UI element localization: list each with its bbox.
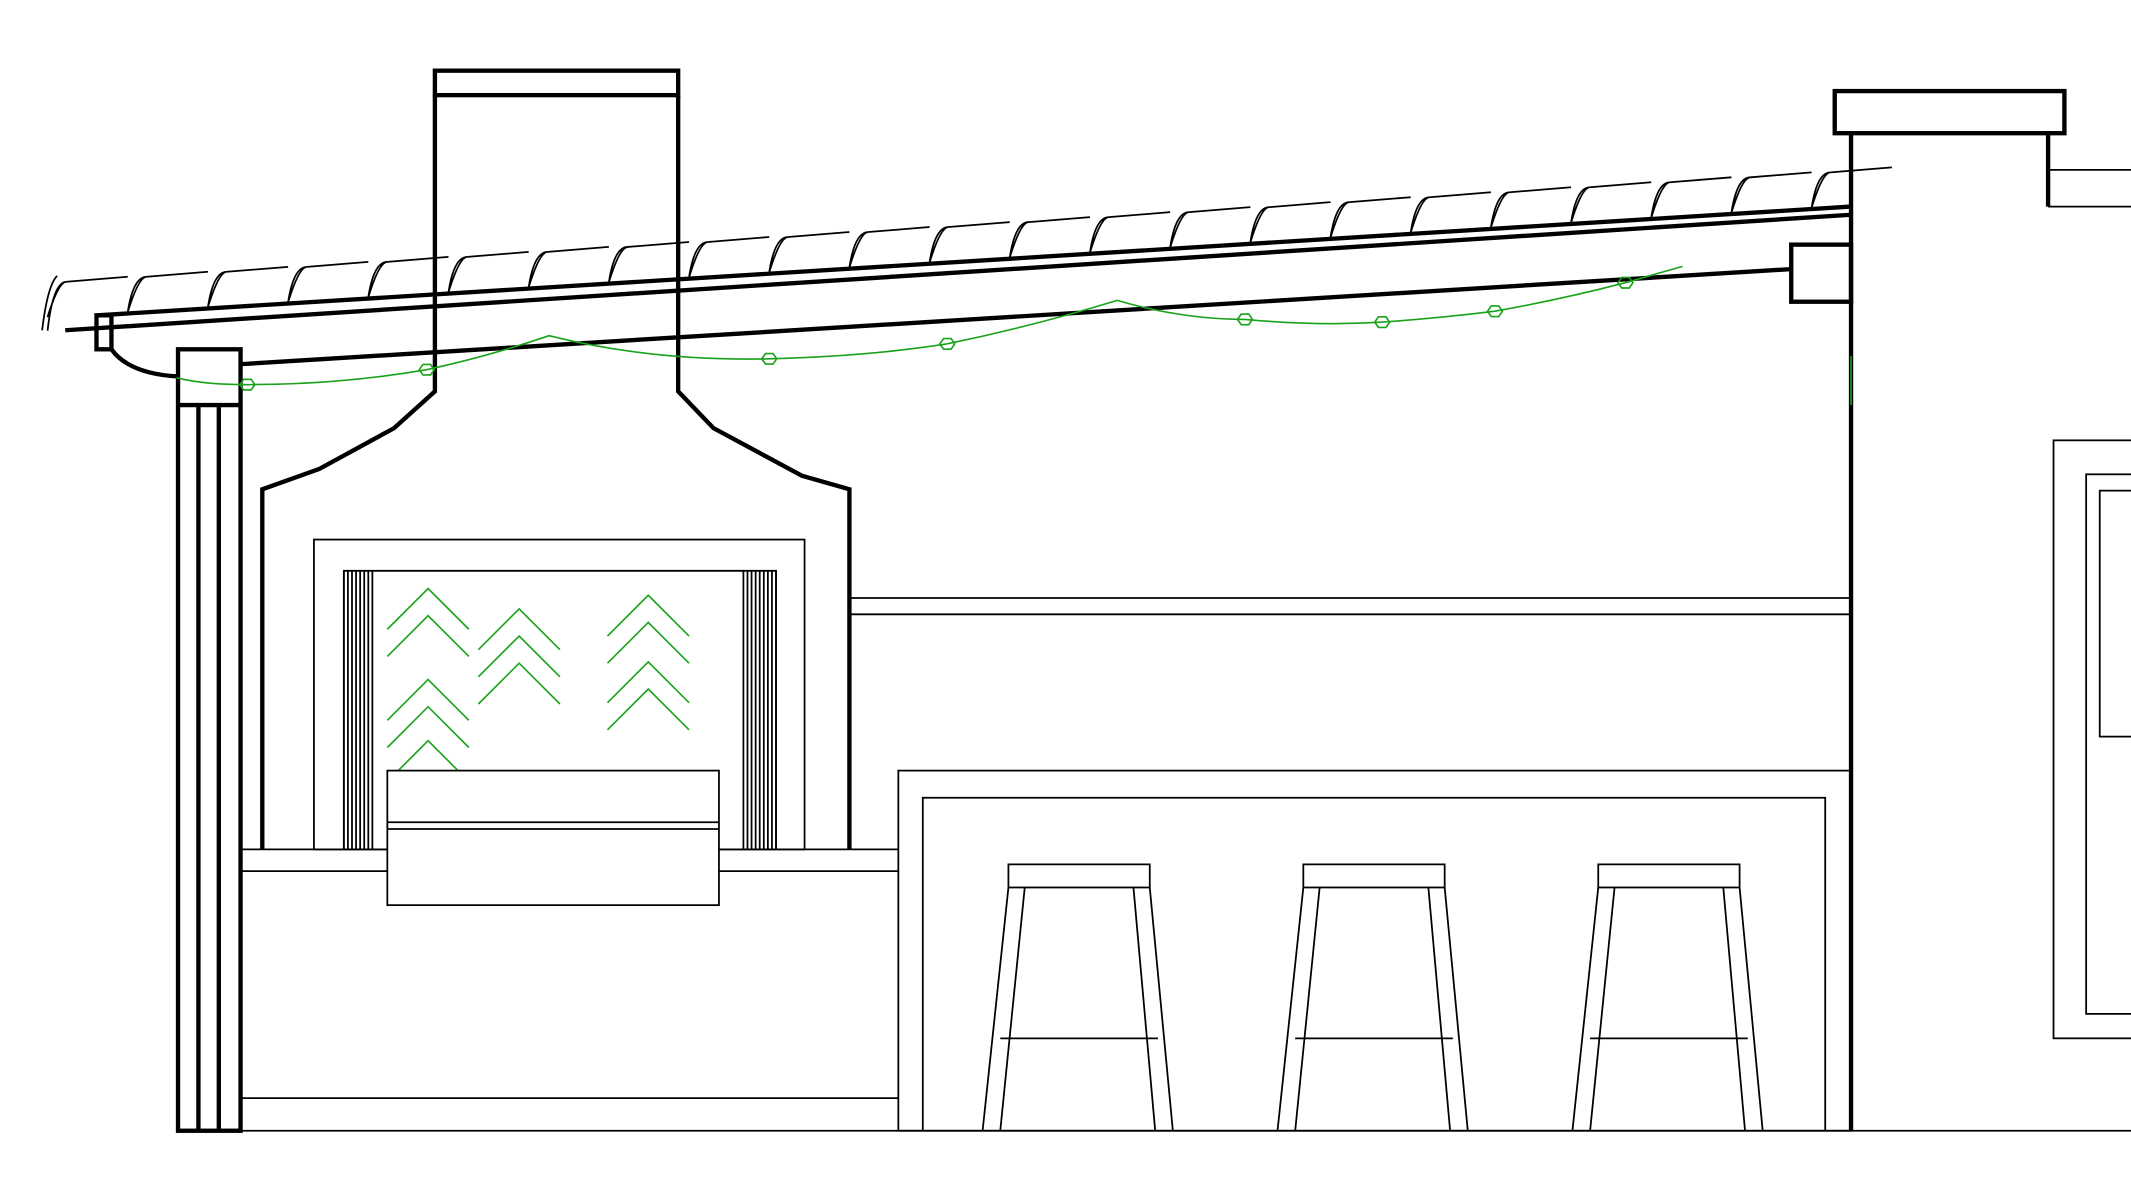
roof bbox=[41, 166, 1892, 379]
roof-tile bbox=[1409, 191, 1491, 233]
window bbox=[2052, 439, 2131, 1040]
fireplace-hatch bbox=[342, 570, 777, 850]
roof-tile bbox=[1730, 171, 1812, 213]
string-lights bbox=[176, 265, 1683, 391]
bar-stool bbox=[1276, 863, 1469, 1131]
roof-tile bbox=[1329, 196, 1411, 238]
flame-chevron bbox=[386, 739, 470, 783]
roof-tile bbox=[607, 241, 690, 283]
roof-tile bbox=[287, 260, 369, 303]
roof-tile bbox=[1490, 186, 1572, 228]
flame-chevron bbox=[477, 634, 561, 678]
flame-chevron bbox=[606, 687, 690, 731]
post bbox=[175, 347, 243, 1133]
roof-tile bbox=[1089, 211, 1171, 253]
flame-chevron bbox=[606, 594, 690, 637]
counter bbox=[239, 848, 899, 1100]
grill bbox=[386, 769, 720, 907]
roof-tiles bbox=[41, 166, 1892, 331]
roof-tile bbox=[768, 231, 850, 273]
house bbox=[1832, 88, 2131, 1131]
bar-stool bbox=[981, 863, 1174, 1131]
roof-tile bbox=[1570, 181, 1652, 223]
roof-tile bbox=[126, 270, 209, 313]
light-bulb-icon bbox=[418, 363, 436, 376]
roof-tile bbox=[447, 251, 529, 293]
roof-tile bbox=[1650, 176, 1732, 218]
fire-flames bbox=[386, 587, 690, 783]
flame-chevron bbox=[477, 662, 561, 705]
light-bulb-icon bbox=[1373, 315, 1391, 329]
roof-tile bbox=[1810, 166, 1892, 208]
roof-tile bbox=[688, 236, 770, 278]
flame-chevron bbox=[477, 607, 561, 651]
flame-chevron bbox=[386, 587, 470, 630]
light-bulb-icon bbox=[760, 352, 778, 365]
bar-stool bbox=[1571, 863, 1764, 1131]
chimney bbox=[260, 68, 852, 851]
light-bulb-icon bbox=[938, 337, 956, 350]
roof-tile bbox=[848, 226, 930, 268]
roof-tile bbox=[46, 275, 128, 331]
roof-tile bbox=[1008, 216, 1091, 258]
light-bulb-icon bbox=[1616, 276, 1634, 289]
roof-tile bbox=[928, 221, 1010, 263]
roof-tile bbox=[367, 255, 449, 298]
flame-chevron bbox=[606, 660, 690, 704]
roof-tile bbox=[207, 265, 289, 308]
roof-tile bbox=[41, 275, 58, 331]
back-wall bbox=[850, 597, 1852, 1132]
flame-chevron bbox=[606, 621, 690, 664]
flame-chevron bbox=[386, 705, 470, 749]
beam-end bbox=[1789, 242, 1854, 304]
light-bulb-icon bbox=[238, 378, 256, 391]
flame-chevron bbox=[386, 678, 470, 721]
light-bulb-icon bbox=[1486, 305, 1504, 318]
light-bulb-icon bbox=[1236, 313, 1254, 326]
flame-chevron bbox=[386, 614, 470, 658]
roof-tile bbox=[527, 246, 609, 288]
roof-tile bbox=[1249, 201, 1331, 243]
roof-tile bbox=[1169, 206, 1251, 248]
bar-stools bbox=[981, 863, 1764, 1131]
